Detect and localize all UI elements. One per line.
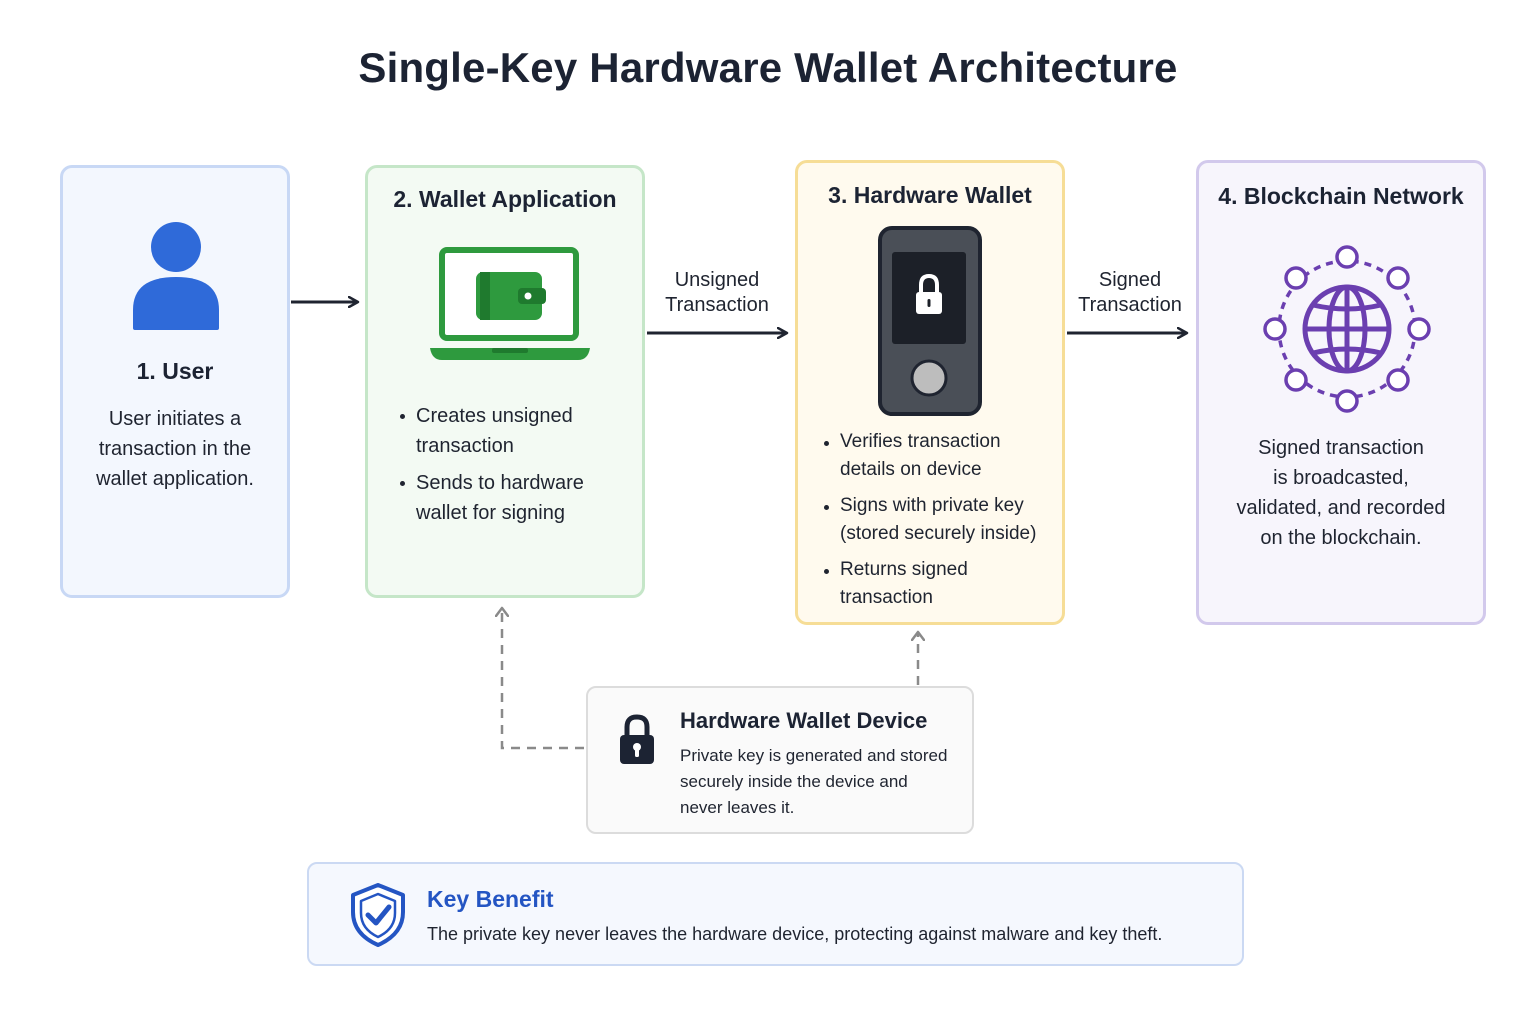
desc-line: Signed transaction bbox=[1258, 437, 1424, 459]
step-title: 3. Hardware Wallet bbox=[828, 182, 1032, 208]
hardware-device-note: Hardware Wallet Device Private key is ge… bbox=[586, 686, 974, 834]
desc-line: never leaves it. bbox=[680, 798, 795, 817]
key-benefit-box: Key Benefit The private key never leaves… bbox=[307, 862, 1244, 966]
device-note-description: Private key is generated and stored secu… bbox=[680, 743, 965, 821]
step-user-card: 1. User User initiates a transaction in … bbox=[60, 165, 290, 598]
bullet-item: Signs with private key(stored securely i… bbox=[822, 492, 1057, 548]
signed-transaction-label: Signed Transaction bbox=[1067, 268, 1193, 318]
globe-network-icon bbox=[1263, 245, 1431, 413]
desc-line: transaction in the bbox=[98, 438, 252, 460]
key-benefit-text: The private key never leaves the hardwar… bbox=[427, 924, 1163, 944]
device-note-title: Hardware Wallet Device bbox=[680, 708, 928, 733]
desc-line: User initiates a bbox=[108, 408, 242, 430]
step-title: 1. User bbox=[136, 358, 214, 384]
laptop-wallet-icon bbox=[430, 247, 590, 360]
desc-line: validated, and recorded bbox=[1236, 497, 1446, 519]
step-description: Signed transaction is broadcasted, valid… bbox=[1199, 433, 1483, 553]
step-description: User initiates a transaction in the wall… bbox=[63, 404, 287, 494]
dashed-connector-wallet bbox=[502, 610, 584, 750]
step-title: 4. Blockchain Network bbox=[1218, 183, 1464, 209]
user-icon bbox=[133, 222, 219, 330]
desc-line: on the blockchain. bbox=[1260, 527, 1422, 549]
desc-line: is broadcasted, bbox=[1273, 467, 1409, 489]
desc-line: securely inside the device and bbox=[680, 772, 908, 791]
label-line: Signed bbox=[1098, 269, 1162, 291]
key-benefit-title: Key Benefit bbox=[427, 886, 554, 912]
step-title: 2. Wallet Application bbox=[393, 186, 617, 212]
desc-line: Private key is generated and stored bbox=[680, 746, 948, 765]
label-line: Transaction bbox=[1078, 294, 1182, 316]
diagram-title: Single-Key Hardware Wallet Architecture bbox=[358, 44, 1178, 91]
desc-line: wallet application. bbox=[96, 468, 254, 490]
shield-check-icon bbox=[351, 883, 405, 947]
label-line: Transaction bbox=[665, 294, 769, 316]
hardware-device-icon bbox=[878, 226, 982, 416]
unsigned-transaction-label: Unsigned Transaction bbox=[647, 268, 787, 318]
step-blockchain-network-card: 4. Blockchain Network Signed transaction… bbox=[1196, 160, 1486, 625]
padlock-icon bbox=[620, 714, 654, 764]
label-line: Unsigned bbox=[674, 269, 760, 291]
